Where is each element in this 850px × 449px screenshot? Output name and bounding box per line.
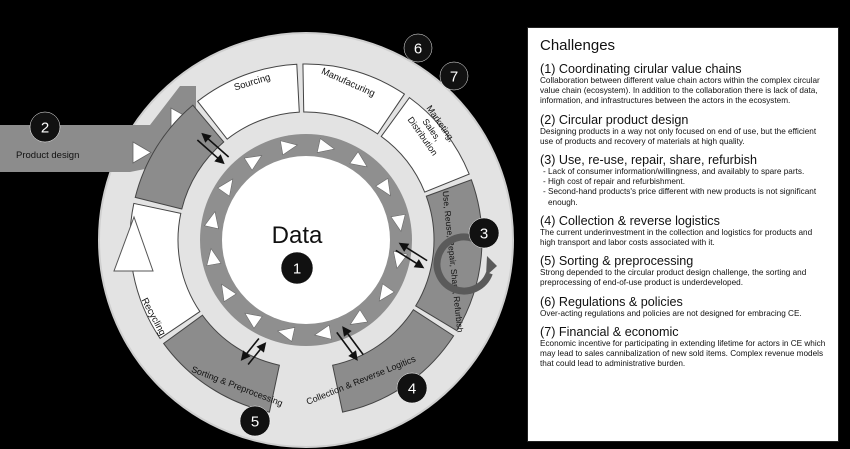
arrow-head xyxy=(398,242,410,252)
challenge-body: Collaboration between different value ch… xyxy=(540,76,820,106)
badge-number: 4 xyxy=(408,381,416,398)
ring-flow-triangle xyxy=(221,283,237,303)
challenge-bullet: - Second-hand products's price different… xyxy=(543,187,817,207)
challenge-1: (1) Coordinating cirular value chains Co… xyxy=(540,62,828,107)
badge-4: 4 xyxy=(396,372,428,404)
ring-flow-triangle xyxy=(378,283,395,302)
badge-2: 2 xyxy=(29,111,61,143)
bidirectional-arrow xyxy=(196,132,230,165)
badge-3: 3 xyxy=(468,217,500,249)
arrow-shaft xyxy=(244,337,260,357)
ring-flow-triangle xyxy=(390,213,406,233)
arrow-head xyxy=(413,259,425,269)
arrow-shaft xyxy=(247,346,263,366)
arrow-shaft xyxy=(345,331,364,356)
arrow-shaft xyxy=(196,139,221,161)
ring-flow-triangle xyxy=(244,312,263,329)
challenge-body: Over-acting regulations and policies are… xyxy=(540,308,802,318)
badge-circle xyxy=(439,61,469,91)
challenge-3: (3) Use, re-use, repair, share, refurbis… xyxy=(540,153,828,208)
arrow-head xyxy=(201,132,212,143)
sorting-segment xyxy=(162,314,280,413)
ring-flow-triangle xyxy=(313,324,333,340)
recycling-segment xyxy=(129,202,201,340)
ring-flow-triangle xyxy=(243,155,263,171)
challenge-title: (2) Circular product design xyxy=(540,112,689,127)
bidirectional-arrow xyxy=(336,326,364,361)
arrow-shaft xyxy=(336,331,355,356)
badge-5: 5 xyxy=(239,405,271,437)
ring-flow-triangle xyxy=(203,210,219,230)
challenge-title: (6) Regulations & policies xyxy=(540,294,683,309)
ring-flow-triangle xyxy=(206,247,222,267)
badge-number: 6 xyxy=(414,41,422,58)
badge-number: 7 xyxy=(450,69,458,86)
repair-cycle-arrowhead xyxy=(486,256,497,276)
arrow-shaft xyxy=(205,136,230,158)
challenge-body: Designing products in a way not only foc… xyxy=(540,126,817,146)
badge-6: 6 xyxy=(403,33,433,63)
challenge-title: (7) Financial & economic xyxy=(540,324,679,339)
arrow-head xyxy=(214,154,225,165)
ring-flow-triangle xyxy=(349,309,369,325)
arrow-head xyxy=(348,350,358,361)
challenge-title: (1) Coordinating cirular value chains xyxy=(540,62,742,76)
badge-1: 1 xyxy=(280,251,314,285)
manufacturing-segment xyxy=(302,63,406,135)
badge-number: 2 xyxy=(41,120,49,137)
arrow-shaft xyxy=(403,245,428,262)
challenge-bullet: - High cost of repair and refurbishment. xyxy=(543,177,685,187)
data-core xyxy=(222,156,390,324)
arrow-head xyxy=(342,326,352,337)
challenge-title: (4) Collection & reverse logistics xyxy=(540,213,720,228)
badge-number: 5 xyxy=(251,414,259,431)
challenge-body: The current underinvestment in the colle… xyxy=(540,227,813,248)
bidirectional-arrow xyxy=(395,242,428,269)
challenge-body: Strong depended to the circular product … xyxy=(540,268,807,288)
badge-circle xyxy=(396,372,428,404)
direction-triangle xyxy=(132,141,152,164)
product-design-label: Product design xyxy=(16,150,79,161)
arrow-head xyxy=(256,342,267,353)
badge-circle xyxy=(239,405,271,437)
collection-segment xyxy=(332,309,455,413)
badge-circle xyxy=(403,33,433,63)
circular-economy-diagram: Product design Sourcing Manufacuring Mar… xyxy=(0,32,514,448)
challenges-panel: Challenges (1) Coordinating cirular valu… xyxy=(527,27,839,442)
ring-flow-triangle xyxy=(349,151,368,168)
ring-flow-triangle xyxy=(217,178,234,197)
challenge-bullets: - Lack of consumer information/willingne… xyxy=(540,167,828,208)
ring-flow-triangle xyxy=(276,327,296,343)
badge-circle xyxy=(280,251,314,285)
challenge-5: (5) Sorting & preprocessing Strong depen… xyxy=(540,254,828,288)
challenges-heading: Challenges xyxy=(540,37,616,54)
challenge-bullet: - Lack of consumer information/willingne… xyxy=(543,167,805,177)
badge-circle xyxy=(29,111,61,143)
challenge-2: (2) Circular product design Designing pr… xyxy=(540,113,828,147)
data-title: Data xyxy=(272,222,323,249)
challenge-body: Economic incentive for participating in … xyxy=(540,338,826,369)
arrow-shaft xyxy=(395,249,420,266)
badge-7: 7 xyxy=(439,61,469,91)
ring-flow-triangle xyxy=(316,137,336,153)
sourcing-segment xyxy=(196,63,300,140)
challenge-title: (5) Sorting & preprocessing xyxy=(540,254,694,269)
challenge-6: (6) Regulations & policies Over-acting r… xyxy=(540,295,828,319)
arrow-head xyxy=(240,350,251,361)
recycling-triangle xyxy=(113,215,154,272)
badge-number: 3 xyxy=(480,226,488,243)
challenge-4: (4) Collection & reverse logistics The c… xyxy=(540,214,828,248)
ring-flow-triangle xyxy=(279,140,299,156)
challenge-7: (7) Financial & economic Economic incent… xyxy=(540,325,828,370)
badge-number: 1 xyxy=(293,261,301,278)
marketing-segment xyxy=(380,96,470,193)
feed-segment xyxy=(134,104,225,210)
challenge-title: (3) Use, re-use, repair, share, refurbis… xyxy=(540,153,757,168)
ring-flow-triangle xyxy=(375,177,391,197)
bidirectional-arrow xyxy=(240,337,267,366)
badge-circle xyxy=(468,217,500,249)
